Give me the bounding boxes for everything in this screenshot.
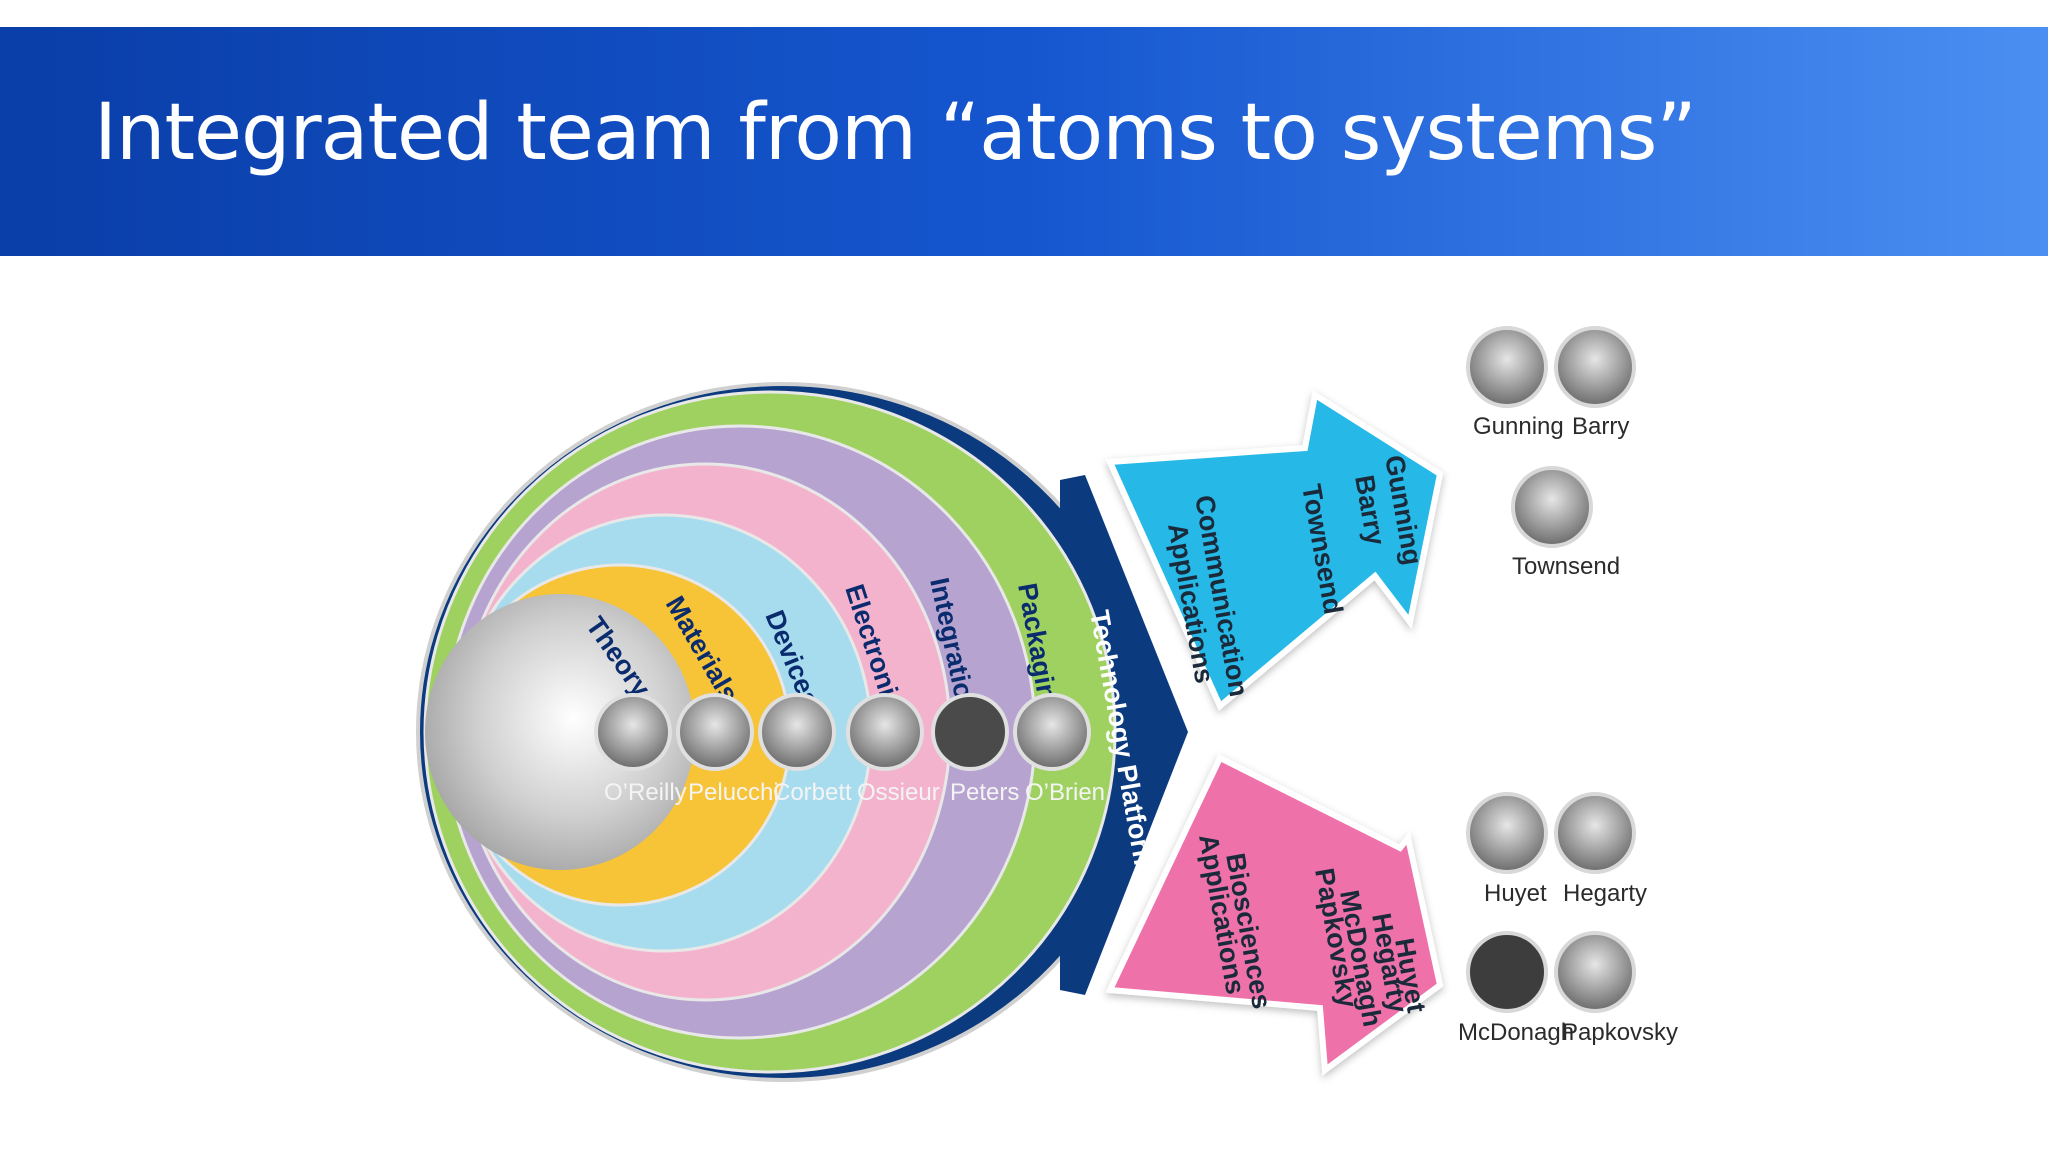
avatar: [1554, 931, 1636, 1013]
avatar: [1466, 931, 1548, 1013]
slide-title: Integrated team from “atoms to systems”: [94, 88, 1697, 178]
avatar: [594, 693, 672, 771]
person-name-mcdonagh: McDonagh: [1458, 1019, 1574, 1046]
avatar: [931, 693, 1009, 771]
communication-arrow: [1105, 390, 1444, 711]
avatar: [846, 693, 924, 771]
biosciences-arrow: [1105, 753, 1444, 1076]
person-name-peters: Peters: [950, 779, 1019, 806]
avatar: [758, 693, 836, 771]
avatar: [1554, 792, 1636, 874]
communication-people: [1466, 326, 1636, 548]
biosciences-people: [1466, 792, 1636, 1013]
layer-avatars: [594, 693, 1091, 771]
avatar: [1013, 693, 1091, 771]
person-name-townsend: Townsend: [1512, 553, 1620, 580]
person-name-papkovsky: Papkovsky: [1562, 1019, 1678, 1046]
avatar: [1511, 466, 1593, 548]
theory-sphere: [425, 594, 695, 870]
title-bar: [0, 27, 2048, 256]
person-name-gunning: Gunning: [1473, 413, 1564, 440]
avatar: [1466, 792, 1548, 874]
person-name-oreilly: O’Reilly: [604, 779, 687, 806]
person-name-ossieur: Ossieur: [857, 779, 940, 806]
person-name-barry: Barry: [1572, 413, 1629, 440]
person-name-hegarty: Hegarty: [1563, 880, 1647, 907]
person-name-corbett: Corbett: [773, 779, 852, 806]
avatar: [676, 693, 754, 771]
person-name-huyet: Huyet: [1484, 880, 1547, 907]
person-name-obrien: O’Brien: [1025, 779, 1105, 806]
avatar: [1554, 326, 1636, 408]
person-name-pelucchi: Pelucchi: [688, 779, 779, 806]
avatar: [1466, 326, 1548, 408]
